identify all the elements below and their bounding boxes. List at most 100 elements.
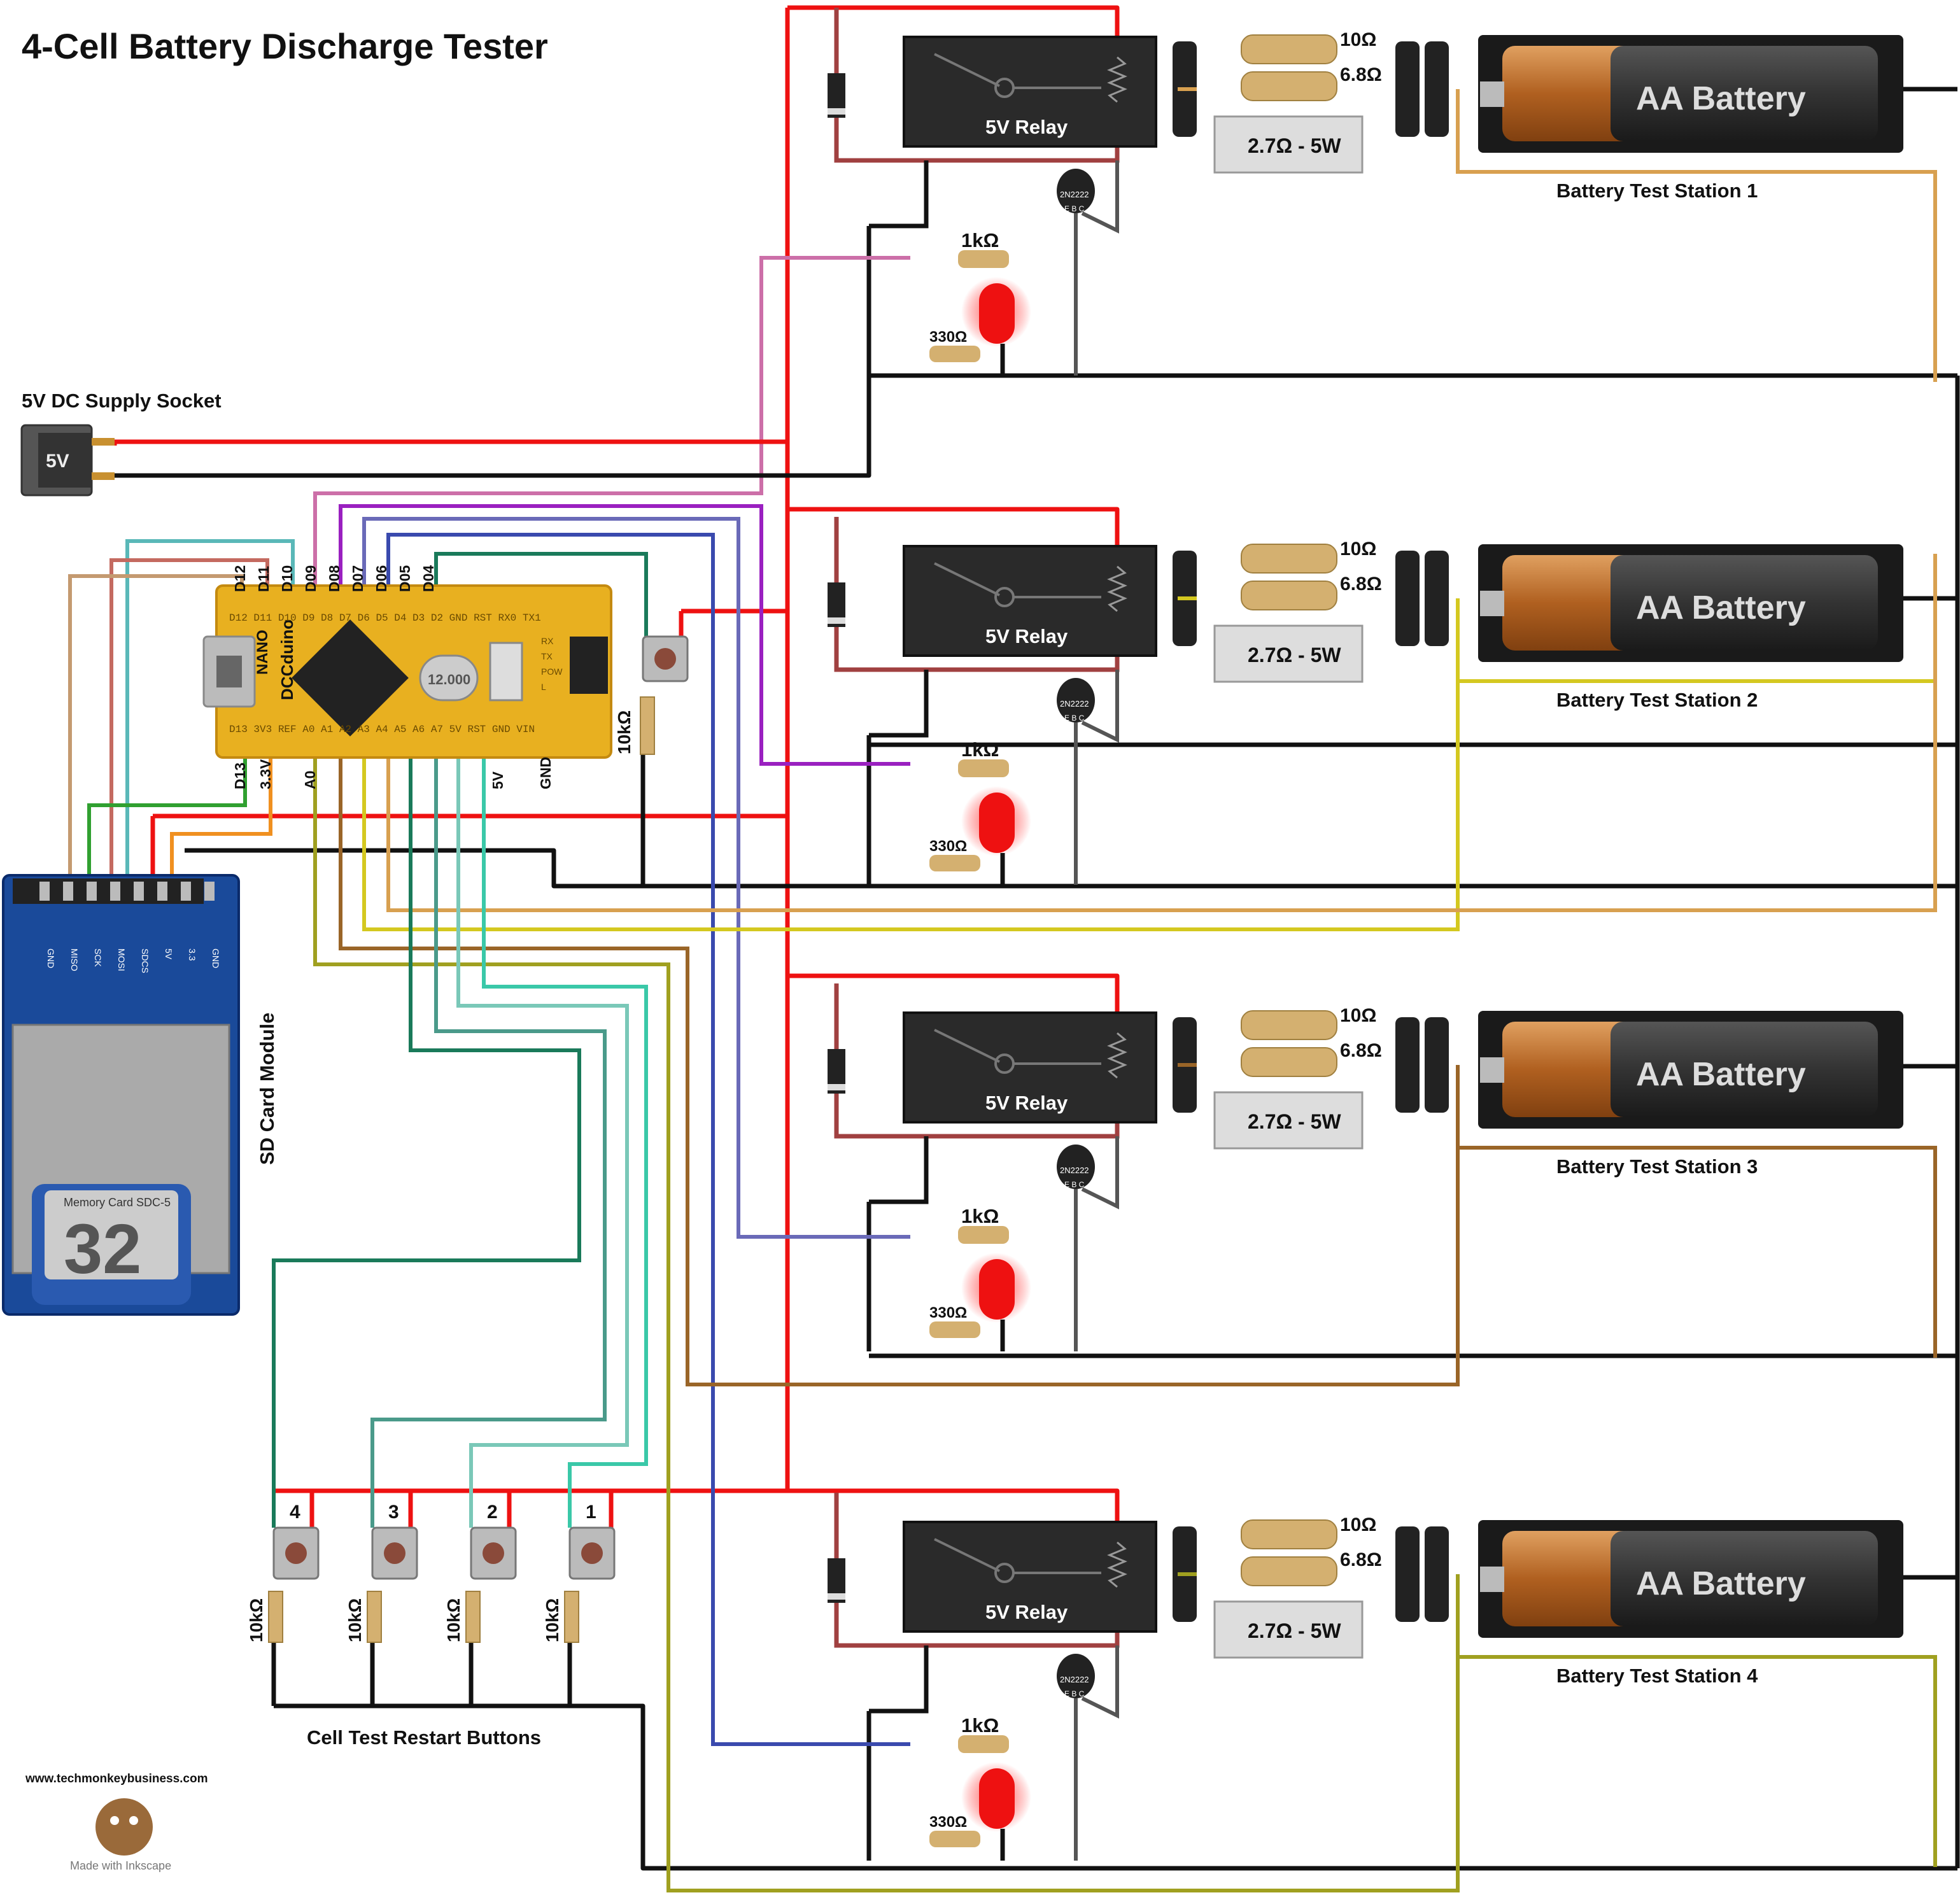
station-label: Battery Test Station 2 — [1556, 689, 1758, 711]
signal-wire — [456, 751, 629, 1528]
signal-wire — [370, 751, 607, 1528]
sd-pin — [181, 882, 191, 901]
battery-label-area — [1611, 46, 1878, 141]
side-pin-label: POW — [541, 666, 563, 677]
station-ground — [866, 670, 1005, 885]
signal-wire — [125, 539, 295, 878]
monkey-icon — [95, 1798, 153, 1856]
relay-contact — [934, 1538, 1000, 1572]
top-pin-label: D10 — [279, 565, 295, 592]
signal-wire — [313, 256, 910, 586]
supply-socket-text: 5V — [46, 451, 69, 472]
resistor-6-8 — [1241, 71, 1337, 101]
footer: www.techmonkeybusiness.com Made with Ink… — [25, 1772, 208, 1872]
jumper-right-1 — [1395, 41, 1420, 137]
sd-pin — [134, 882, 144, 901]
relay — [903, 1011, 1157, 1124]
station-label: Battery Test Station 1 — [1556, 180, 1758, 202]
resistor-10 — [1241, 34, 1337, 64]
resistor-1k-label: 1kΩ — [961, 229, 999, 251]
resistor-6-8 — [1241, 581, 1337, 610]
restart-button-group: 1 10kΩ — [542, 1502, 616, 1643]
transistor-pins: E B C — [1064, 1689, 1085, 1698]
transistor — [1057, 169, 1095, 213]
bottom-pin-label: D13 — [232, 763, 248, 789]
signal-wire — [339, 751, 1460, 1386]
restart-button-cap — [581, 1542, 603, 1564]
battery-label-area — [1611, 1022, 1878, 1117]
sd-pin-label: GND — [211, 948, 221, 968]
resistor-330 — [929, 346, 980, 362]
restart-resistor — [268, 1591, 283, 1643]
signal-wire — [386, 533, 910, 1746]
relay-coil-wire — [834, 517, 1120, 672]
top-pin-label: D07 — [349, 565, 366, 592]
transistor-leads — [1074, 160, 1119, 376]
led — [979, 793, 1015, 853]
led — [979, 1768, 1015, 1829]
resistor-10-label: 10Ω — [1340, 29, 1376, 50]
top-pin-label: D05 — [397, 565, 413, 592]
signal-wire — [68, 574, 244, 878]
battery-label: AA Battery — [1636, 589, 1806, 626]
silk-top: D12 D11 D10 D9 D8 D7 D6 D5 D4 D3 D2 GND … — [229, 612, 541, 624]
restart-button-number: 3 — [388, 1502, 399, 1523]
transistor-label: 2N2222 — [1060, 190, 1089, 199]
relay-contact — [934, 1029, 1000, 1063]
resistor-6-8-label: 6.8Ω — [1340, 574, 1382, 595]
resistor-1k — [958, 250, 1009, 268]
relay — [903, 36, 1157, 148]
resistor-330-label: 330Ω — [929, 1304, 967, 1321]
sd-pin-label: 3.3 — [187, 948, 197, 961]
load-resistor — [1213, 624, 1364, 683]
restart-resistor-label: 10kΩ — [542, 1598, 562, 1642]
battery-label: AA Battery — [1636, 1056, 1806, 1093]
board-name: NANO — [254, 630, 271, 675]
restart-button-cap — [285, 1542, 307, 1564]
jumper-right-1 — [1395, 551, 1420, 646]
relay-coil — [1107, 56, 1127, 103]
restart-button-number: 1 — [586, 1502, 596, 1523]
relay-coil-wire — [834, 8, 1120, 163]
relay-coil — [1107, 1541, 1127, 1588]
resistor-1k — [958, 759, 1009, 777]
resistor-6-8-label: 6.8Ω — [1340, 1549, 1382, 1570]
resistor-1k — [958, 1226, 1009, 1244]
resistor-10 — [1241, 1519, 1337, 1549]
diode-band — [828, 1084, 845, 1090]
load-resistor-label: 2.7Ω - 5W — [1248, 1619, 1341, 1642]
resistor-330 — [929, 1321, 980, 1338]
signal-wire — [362, 598, 1460, 931]
signal-wire — [362, 517, 910, 1239]
resistor-330 — [929, 855, 980, 871]
relay-coil-wire — [834, 1493, 1120, 1648]
crystal-label: 12.000 — [428, 672, 470, 687]
load-resistor — [1213, 1600, 1364, 1659]
bottom-pin-label: 5V — [490, 771, 506, 789]
resistor-10-label: 10Ω — [1340, 539, 1376, 560]
resistor-330 — [929, 1831, 980, 1847]
signal-wire — [434, 552, 648, 643]
diode-band — [828, 108, 845, 115]
jumper-right-1 — [1395, 1017, 1420, 1113]
transistor-pins: E B C — [1064, 1180, 1085, 1189]
restart-button-cap — [483, 1542, 504, 1564]
resistor-1k-label: 1kΩ — [961, 1714, 999, 1736]
signal-wire — [170, 751, 272, 878]
relay — [903, 545, 1157, 657]
sd-pin-label: SDCS — [140, 948, 150, 973]
restart-button-number: 4 — [290, 1502, 300, 1523]
resistor-10 — [1241, 1010, 1337, 1040]
signal-wire — [313, 751, 1460, 1892]
bottom-pin-label: GND — [537, 757, 554, 789]
relay — [903, 1521, 1157, 1633]
reset-button: 10kΩ — [614, 635, 689, 755]
resistor-1k — [958, 1735, 1009, 1753]
battery-label: AA Battery — [1636, 1565, 1806, 1602]
jumper-right-2 — [1425, 1017, 1449, 1113]
load-resistor-label: 2.7Ω - 5W — [1248, 134, 1341, 157]
